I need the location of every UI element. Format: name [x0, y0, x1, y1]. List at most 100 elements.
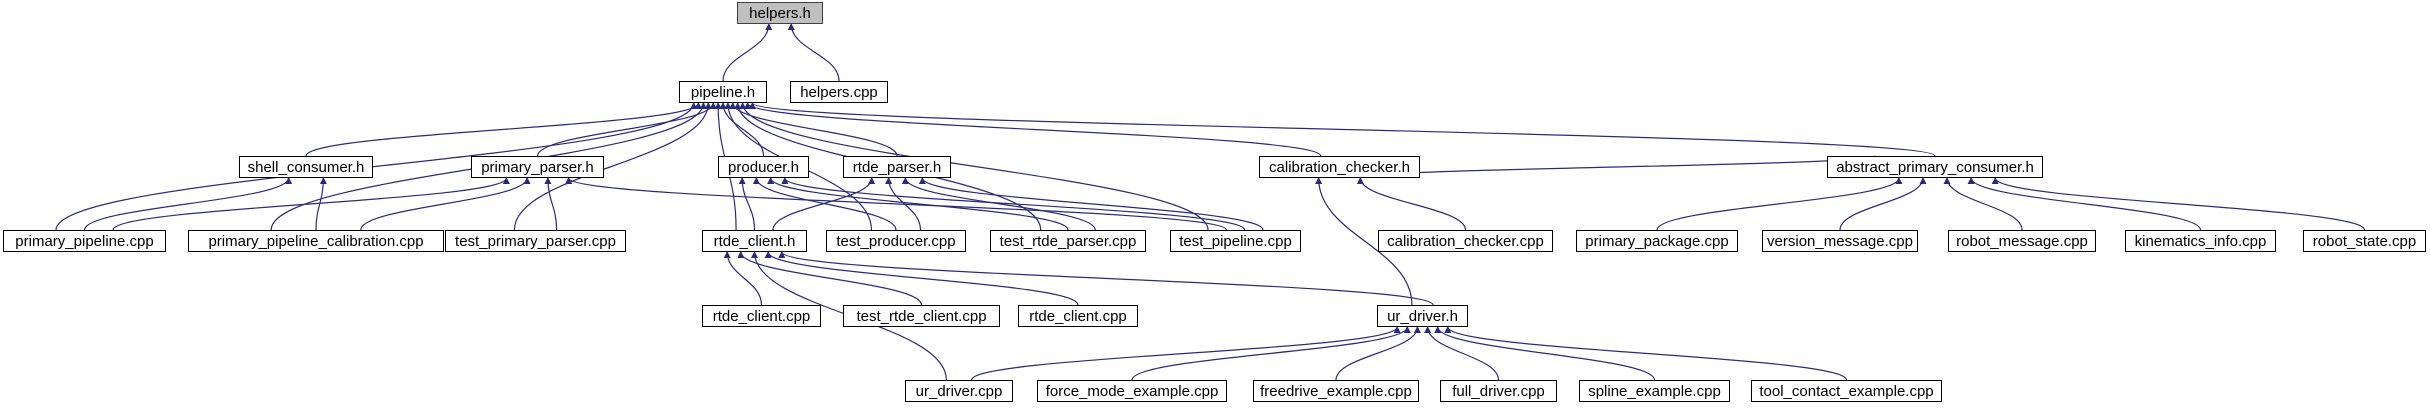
graph-node-test-pipeline-cpp[interactable]: test_pipeline.cpp: [1170, 230, 1301, 252]
graph-edge: [1356, 177, 1467, 231]
graph-node-freedrive-example-cpp[interactable]: freedrive_example.cpp: [1253, 380, 1419, 402]
graph-node-label: calibration_checker.cpp: [1387, 232, 1544, 250]
graph-node-label: ur_driver.h: [1387, 307, 1458, 325]
graph-node-ur-driver-h[interactable]: ur_driver.h: [1377, 305, 1468, 327]
graph-node-helpers-h[interactable]: helpers.h: [737, 2, 823, 24]
graph-edge: [737, 251, 923, 306]
graph-node-label: shell_consumer.h: [247, 158, 365, 176]
graph-edge: [1991, 177, 2366, 231]
graph-edge: [1357, 155, 1878, 179]
graph-edge: [787, 23, 840, 82]
graph-node-primary-package-cpp[interactable]: primary_package.cpp: [1576, 230, 1738, 252]
graph-node-label: kinematics_info.cpp: [2134, 232, 2267, 250]
graph-edge: [1444, 326, 1848, 381]
graph-node-label: test_producer.cpp: [836, 232, 956, 250]
graph-node-label: rtde_client.cpp: [1029, 307, 1127, 325]
graph-edge: [1967, 177, 2202, 231]
graph-node-label: abstract_primary_consumer.h: [1836, 158, 2034, 176]
graph-node-label: test_primary_parser.cpp: [455, 232, 616, 250]
graph-edge: [1131, 326, 1411, 381]
graph-node-label: test_pipeline.cpp: [1179, 232, 1292, 250]
graph-node-label: primary_pipeline.cpp: [15, 232, 154, 250]
graph-node-label: force_mode_example.cpp: [1045, 382, 1219, 400]
graph-node-label: helpers.cpp: [800, 83, 878, 101]
graph-node-rtde-client-cpp-a[interactable]: rtde_client.cpp: [702, 305, 821, 327]
graph-edge: [360, 177, 531, 231]
graph-node-label: full_driver.cpp: [1452, 382, 1545, 400]
graph-edge: [1434, 326, 1656, 381]
graph-node-force-mode-example-cpp[interactable]: force_mode_example.cpp: [1037, 380, 1227, 402]
graph-node-label: tool_contact_example.cpp: [1759, 382, 1934, 400]
graph-edge: [749, 102, 1936, 157]
graph-edge: [723, 251, 763, 306]
graph-edge: [315, 177, 327, 231]
graph-node-test-rtde-parser-cpp[interactable]: test_rtde_parser.cpp: [990, 230, 1146, 252]
graph-edge: [772, 177, 876, 231]
graph-edge: [536, 102, 717, 157]
graph-edge: [83, 177, 293, 231]
graph-node-kinematics-info-cpp[interactable]: kinematics_info.cpp: [2125, 230, 2276, 252]
graph-node-ur-driver-cpp[interactable]: ur_driver.cpp: [905, 380, 1013, 402]
graph-node-pipeline-h[interactable]: pipeline.h: [679, 81, 767, 103]
graph-node-label: robot_state.cpp: [2312, 232, 2417, 250]
graph-edge: [767, 177, 1069, 231]
graph-node-rtde-parser-h[interactable]: rtde_parser.h: [843, 156, 951, 178]
graph-edge: [1839, 177, 1927, 231]
graph-node-shell-consumer-h[interactable]: shell_consumer.h: [239, 156, 373, 178]
graph-node-producer-h[interactable]: producer.h: [718, 156, 809, 178]
graph-edge: [971, 326, 1401, 381]
graph-edge: [1943, 177, 2023, 231]
graph-edge: [719, 102, 765, 157]
graph-node-tool-contact-example-cpp[interactable]: tool_contact_example.cpp: [1751, 380, 1942, 402]
graph-node-primary-parser-h[interactable]: primary_parser.h: [471, 156, 604, 178]
graph-edge: [764, 251, 1079, 306]
graph-node-full-driver-cpp[interactable]: full_driver.cpp: [1440, 380, 1557, 402]
graph-edge: [1424, 326, 1500, 381]
graph-edge: [565, 177, 1227, 231]
graph-node-test-rtde-client-cpp[interactable]: test_rtde_client.cpp: [843, 305, 1000, 327]
graph-node-abstract-primary-consumer-h[interactable]: abstract_primary_consumer.h: [1827, 156, 2043, 178]
graph-edge: [722, 23, 773, 82]
graph-edge: [305, 102, 702, 157]
graph-node-label: primary_pipeline_calibration.cpp: [208, 232, 424, 250]
graph-node-rtde-client-h[interactable]: rtde_client.h: [702, 230, 807, 252]
graph-node-label: test_rtde_parser.cpp: [999, 232, 1137, 250]
graph-edge: [544, 177, 558, 231]
graph-node-version-message-cpp[interactable]: version_message.cpp: [1762, 230, 1918, 252]
graph-node-label: primary_parser.h: [481, 158, 594, 176]
graph-node-label: primary_package.cpp: [1585, 232, 1729, 250]
graph-node-label: pipeline.h: [690, 83, 756, 101]
graph-node-spline-example-cpp[interactable]: spline_example.cpp: [1579, 380, 1730, 402]
graph-node-test-primary-parser-cpp[interactable]: test_primary_parser.cpp: [445, 230, 626, 252]
graph-edge: [781, 177, 1246, 231]
graph-node-robot-message-cpp[interactable]: robot_message.cpp: [1948, 230, 2096, 252]
graph-edge: [918, 177, 1264, 231]
graph-edge: [738, 177, 756, 231]
graph-node-label: producer.h: [728, 158, 799, 176]
graph-edge: [778, 251, 1434, 306]
graph-node-calibration-checker-h[interactable]: calibration_checker.h: [1259, 156, 1420, 178]
graph-node-primary-pipeline-cpp[interactable]: primary_pipeline.cpp: [3, 230, 166, 252]
graph-node-robot-state-cpp[interactable]: robot_state.cpp: [2303, 230, 2426, 252]
graph-node-primary-pipeline-calibration-cpp[interactable]: primary_pipeline_calibration.cpp: [188, 230, 444, 252]
graph-node-test-producer-cpp[interactable]: test_producer.cpp: [826, 230, 966, 252]
graph-node-label: ur_driver.cpp: [915, 382, 1003, 400]
graph-edge: [739, 102, 1209, 231]
graph-edge: [1335, 326, 1421, 381]
graph-node-label: calibration_checker.h: [1269, 158, 1410, 176]
graph-edge: [885, 177, 922, 231]
graph-node-label: rtde_parser.h: [852, 158, 942, 176]
graph-edge: [901, 177, 1096, 231]
graph-node-helpers-cpp[interactable]: helpers.cpp: [790, 81, 888, 103]
graph-edge: [729, 102, 898, 157]
graph-node-calibration-checker-cpp[interactable]: calibration_checker.cpp: [1378, 230, 1553, 252]
graph-edge: [752, 177, 897, 231]
graph-node-label: test_rtde_client.cpp: [856, 307, 987, 325]
graph-node-label: helpers.h: [749, 4, 811, 22]
graph-node-label: robot_message.cpp: [1956, 232, 2088, 250]
graph-edge: [744, 102, 1322, 157]
graph-edge: [112, 177, 510, 231]
graph-node-rtde-client-cpp-b[interactable]: rtde_client.cpp: [1018, 305, 1138, 327]
